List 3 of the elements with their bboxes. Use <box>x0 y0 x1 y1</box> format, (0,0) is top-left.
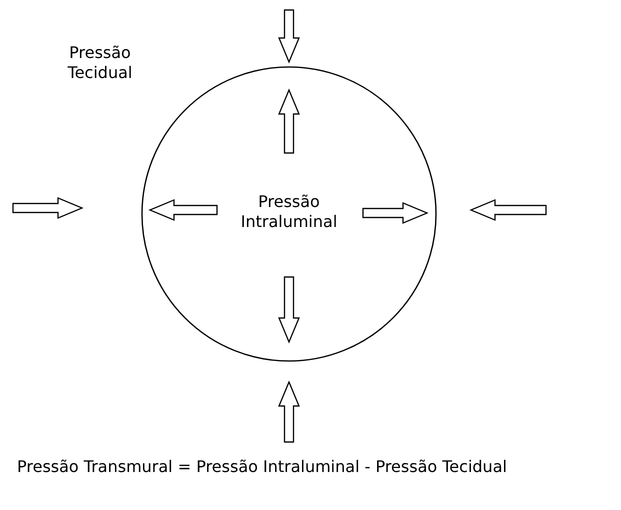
formula-text: Pressão Transmural = Pressão Intraluminal - Pressão Tecidual <box>17 457 508 477</box>
pressure-label: Pressão Intraluminal <box>240 192 338 232</box>
pressure-label: Pressão Tecidual <box>66 43 134 83</box>
